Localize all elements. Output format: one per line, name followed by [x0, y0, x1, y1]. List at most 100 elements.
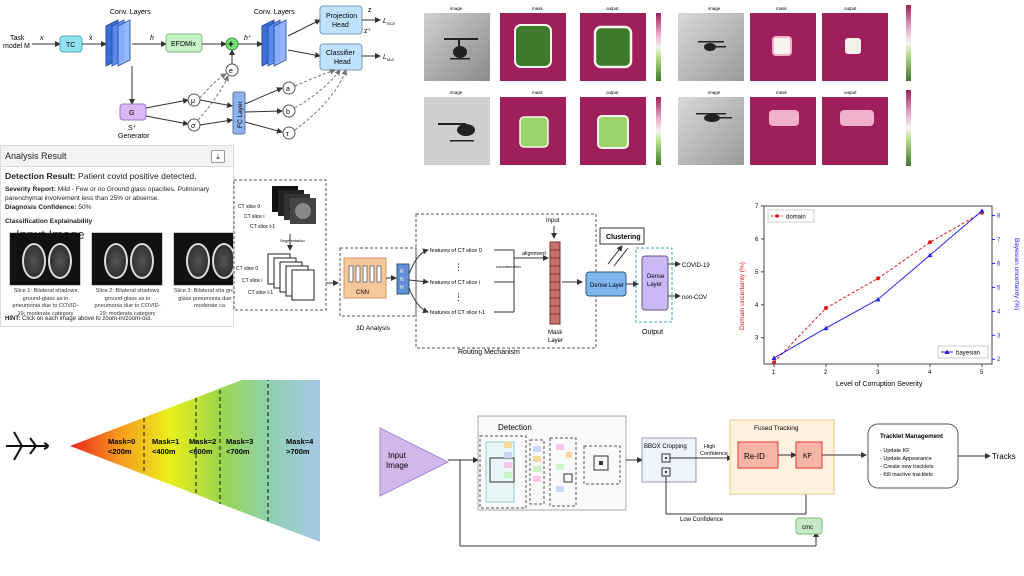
- y-tick-label: 6: [755, 237, 759, 243]
- svg-text:Input: Input: [388, 451, 407, 460]
- conv-layers-1: [105, 19, 131, 67]
- cone-label: <200m: [108, 447, 132, 456]
- svg-text:Low Confidence: Low Confidence: [680, 517, 724, 523]
- svg-text:z⁺: z⁺: [364, 27, 372, 35]
- bbox-cropping-box: [641, 437, 697, 483]
- legend-domain: domain: [767, 209, 815, 223]
- svg-text:Dense Layer: Dense Layer: [590, 283, 624, 289]
- y-tick-label: 5: [755, 270, 759, 276]
- svg-text:Detection: Detection: [498, 423, 532, 432]
- mask-4: [750, 97, 816, 165]
- download-icon[interactable]: ⤓: [211, 150, 225, 163]
- svg-text:N: N: [400, 285, 404, 291]
- svg-text:High: High: [704, 444, 715, 450]
- svg-text:output: output: [844, 90, 857, 95]
- output-4: [822, 97, 888, 165]
- mask-layer: [549, 241, 561, 325]
- svg-text:N: N: [400, 277, 404, 283]
- conv-layers-2-label: Conv. Layers: [254, 9, 295, 16]
- data-point-bayesian: [875, 296, 881, 302]
- svg-text:a: a: [286, 86, 290, 93]
- svg-text:Input: Input: [546, 218, 560, 224]
- x-tick-label: 5: [980, 370, 984, 376]
- x-label: x: [39, 35, 44, 42]
- generator-block: [119, 103, 147, 121]
- x-tick-label: 2: [824, 370, 828, 376]
- svg-text:bayesian: bayesian: [956, 351, 980, 357]
- svg-text:CNN: CNN: [356, 290, 369, 296]
- data-point-bayesian: [979, 208, 985, 213]
- svg-text:μ: μ: [191, 98, 195, 105]
- y2-tick-label: 8: [997, 214, 1001, 220]
- svg-text:mask: mask: [776, 90, 788, 95]
- data-point-bayesian: [823, 325, 829, 331]
- h-label: h: [150, 35, 154, 42]
- svg-text:image: image: [450, 6, 463, 11]
- svg-text:non-COV: non-COV: [682, 295, 707, 301]
- projection-head: [319, 5, 363, 35]
- svg-text:image: image: [708, 90, 721, 95]
- cone-label: <400m: [152, 447, 176, 456]
- svg-text:- Create new tracklets: - Create new tracklets: [880, 464, 934, 470]
- analysis-result-card: Analysis Result ⤓ Detection Result: Pati…: [0, 145, 234, 327]
- svg-text:CT slice 0: CT slice 0: [238, 204, 260, 210]
- slice-thumb-2[interactable]: Slice 2: Bilateral shadows ground-glass …: [91, 232, 164, 318]
- svg-text:⋮: ⋮: [454, 262, 463, 272]
- helicopter-icon-4: [696, 113, 732, 122]
- card-title: Analysis Result: [5, 151, 67, 161]
- svg-text:COVID-19: COVID-19: [682, 263, 710, 269]
- legend-bayesian: bayesian: [937, 345, 989, 359]
- severity-report: Severity Report: Mild - Few or no Ground…: [5, 186, 210, 202]
- segmentation-grid: image mask output image mask output imag…: [420, 0, 920, 175]
- svg-text:Clustering: Clustering: [606, 234, 641, 241]
- conv-layers-1-label: Conv. Layers: [110, 9, 151, 16]
- input-image-overlay: Input Image: [16, 227, 85, 242]
- svg-text:features of CT slice t-1: features of CT slice t-1: [430, 310, 485, 316]
- svg-text:image: image: [450, 90, 463, 95]
- data-point-domain: [824, 306, 828, 311]
- svg-text:Output: Output: [642, 329, 663, 336]
- rnn-block: [396, 263, 410, 295]
- svg-text:Fused Tracking: Fused Tracking: [754, 425, 799, 432]
- conv-layers-2: [261, 19, 287, 67]
- y-tick-label: 3: [755, 336, 759, 342]
- ct-routing-diagram: CT slice 0 CT slice i CT slice t-1 Segme…: [232, 178, 724, 358]
- tc-label: TC: [66, 42, 75, 49]
- y2-tick-label: 3: [997, 333, 1001, 339]
- input-image-block: [379, 427, 450, 497]
- svg-text:b: b: [286, 109, 290, 116]
- svg-text:CT slice t-1: CT slice t-1: [250, 224, 275, 230]
- data-point-domain: [772, 360, 776, 365]
- svg-text:cmc: cmc: [802, 525, 813, 531]
- y2-tick-label: 7: [997, 238, 1001, 244]
- svg-text:z: z: [368, 7, 372, 14]
- efdmix-block: [165, 33, 203, 53]
- svg-text:concatenation: concatenation: [496, 264, 521, 269]
- svg-text:BBOX Cropping: BBOX Cropping: [644, 444, 687, 450]
- svg-text:domain: domain: [786, 215, 806, 221]
- colorbar-2: [906, 5, 911, 81]
- colorbar-3: [656, 97, 661, 165]
- svg-text:output: output: [606, 6, 619, 11]
- helicopter-icon-2: [698, 41, 726, 51]
- segmented-stack: [267, 253, 315, 301]
- x-axis-label: Level of Corruption Severity: [836, 381, 923, 388]
- svg-text:features of CT slice i: features of CT slice i: [430, 280, 480, 286]
- svg-text:τ: τ: [286, 131, 289, 138]
- svg-text:Head: Head: [334, 59, 351, 66]
- svg-text:Classifier: Classifier: [326, 50, 355, 57]
- colorbar-1: [656, 13, 661, 81]
- fc-layer: [232, 91, 246, 135]
- b-node: [282, 104, 296, 118]
- kf-block: [795, 441, 823, 469]
- y2-axis-label: Bayesian uncertainty (%): [1013, 238, 1020, 310]
- helicopter-icon-3: [438, 123, 475, 142]
- slice-thumb-1[interactable]: Slice 1: Bilateral shadows ground-glass …: [9, 232, 82, 318]
- svg-text:e: e: [229, 68, 233, 75]
- y2-tick-label: 4: [997, 309, 1001, 315]
- svg-text:R: R: [400, 269, 404, 275]
- slice-thumb-3[interactable]: Slice 3: Bilateral sha ground-glass pneu…: [173, 232, 233, 311]
- y-axis-label: Domain uncertainty (%): [739, 262, 746, 330]
- a-node: [282, 81, 296, 95]
